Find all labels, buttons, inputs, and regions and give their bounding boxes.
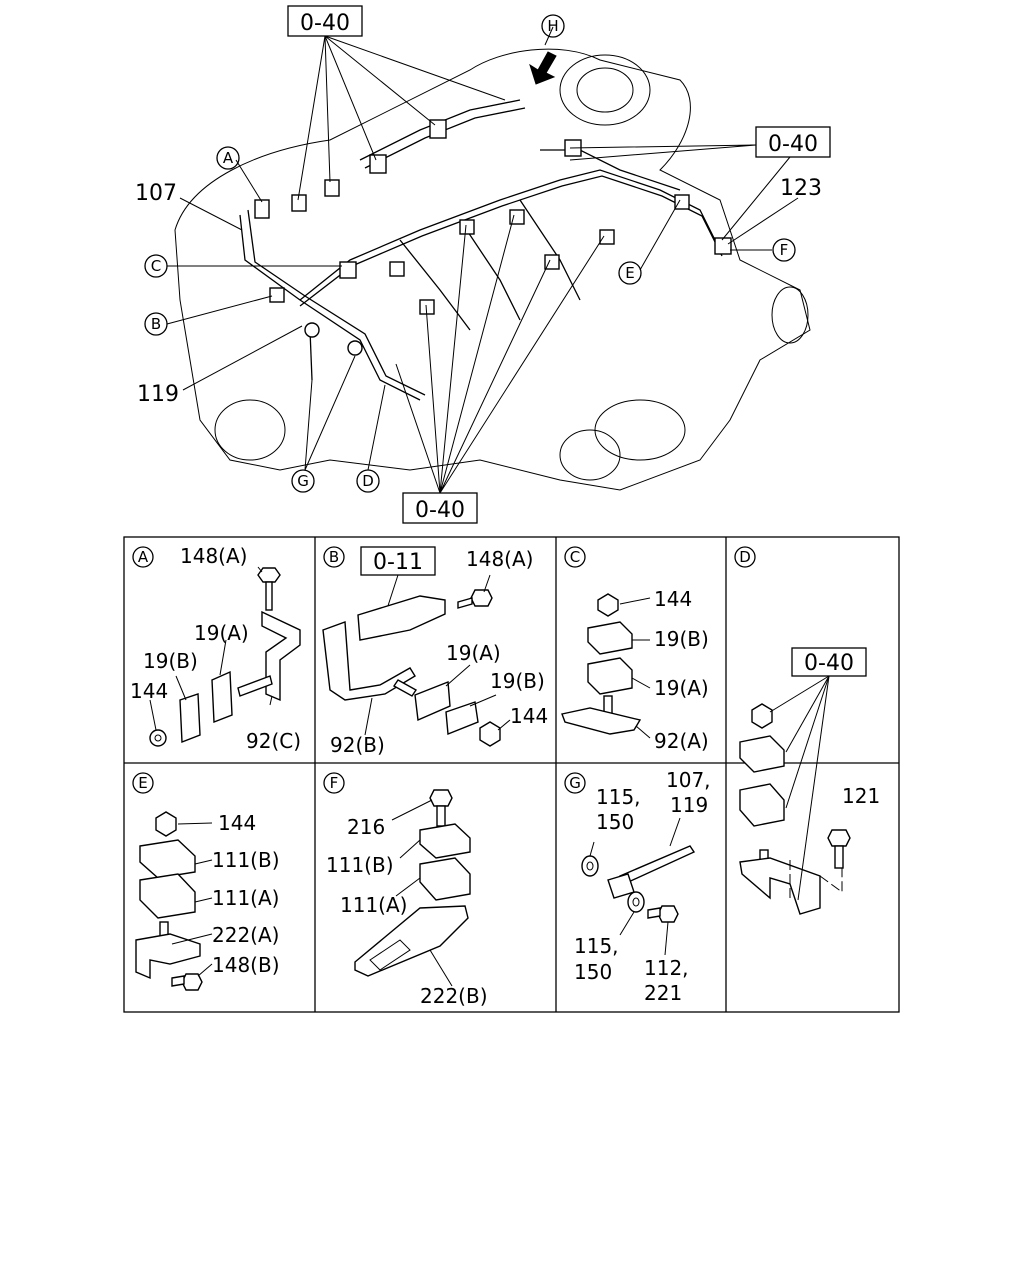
turbo-housing <box>559 54 651 126</box>
label-115: 115, <box>596 785 641 809</box>
label-19b: 19(B) <box>490 669 545 693</box>
panel-letter: C <box>570 548 580 566</box>
callout-a: A <box>216 146 240 170</box>
label-19a: 19(A) <box>194 621 249 645</box>
ref-box-text: 0-40 <box>300 11 350 36</box>
label-222a: 222(A) <box>212 923 279 947</box>
label-107: 107, <box>666 768 711 792</box>
label-115: 115, <box>574 934 619 958</box>
panel-letter: G <box>569 774 581 792</box>
arrow-h <box>529 51 557 85</box>
panel-f: F 216 111(B) 111(A) 222(B) <box>323 772 488 1008</box>
label-150: 150 <box>574 960 612 984</box>
label-150: 150 <box>596 810 634 834</box>
ref-box-text: 0-40 <box>804 651 854 676</box>
panel-g: G 115, 150 107, 119 115, 150 112, 221 <box>564 768 711 1005</box>
label-111b: 111(B) <box>212 848 280 872</box>
label-119: 119 <box>670 793 708 817</box>
panel-e: E 144 111(B) 111(A) 222(A) 148(B) <box>132 772 280 991</box>
label-19b: 19(B) <box>143 649 198 673</box>
svg-text:D: D <box>362 472 374 490</box>
label-221: 221 <box>644 981 682 1005</box>
ref-box-text: 0-11 <box>373 550 423 575</box>
cylinder-part <box>594 399 686 461</box>
label-112: 112, <box>644 956 689 980</box>
label-19a: 19(A) <box>446 641 501 665</box>
panel-letter: E <box>138 774 147 792</box>
panel-letter: D <box>739 548 751 566</box>
exhaust-flange <box>771 286 809 344</box>
label-121: 121 <box>842 784 880 808</box>
label-148a: 148(A) <box>466 547 533 571</box>
svg-text:B: B <box>151 315 161 333</box>
part-number-107: 107 <box>135 181 177 206</box>
label-148b: 148(B) <box>212 953 280 977</box>
label-111b: 111(B) <box>326 853 394 877</box>
label-19a: 19(A) <box>654 676 709 700</box>
label-144: 144 <box>510 704 548 728</box>
panel-letter: B <box>329 548 339 566</box>
pipe-main <box>299 169 721 301</box>
callout-e: E <box>618 261 642 285</box>
pipe-107 <box>239 214 421 401</box>
panel-b: B 0-11 148(A) 19(A) 19(B) 144 92(B) <box>322 546 548 757</box>
part-number-123: 123 <box>780 176 822 201</box>
callout-f: F <box>772 238 796 262</box>
callout-b: B <box>144 312 168 336</box>
label-111a: 111(A) <box>340 893 407 917</box>
panel-letter: A <box>138 548 149 566</box>
part-number-119: 119 <box>137 382 179 407</box>
panel-c: C 144 19(B) 19(A) 92(A) <box>561 546 709 753</box>
label-111a: 111(A) <box>212 886 279 910</box>
label-92c: 92(C) <box>246 729 301 753</box>
callout-d: D <box>356 469 380 493</box>
label-19b: 19(B) <box>654 627 709 651</box>
engine-overview <box>174 48 811 491</box>
panel-letter: F <box>330 774 339 792</box>
label-92b: 92(B) <box>330 733 385 757</box>
callout-h: H <box>541 14 565 38</box>
svg-text:A: A <box>223 149 234 167</box>
label-144: 144 <box>218 811 256 835</box>
ref-box-right: 0-40 <box>755 126 831 158</box>
ref-box-text: 0-40 <box>415 498 465 523</box>
panel-a: A 148(A) 19(A) 19(B) 144 92(C) <box>130 544 301 753</box>
svg-text:F: F <box>780 241 789 259</box>
panel-d: D 0-40 121 <box>734 546 880 915</box>
label-148a: 148(A) <box>180 544 247 568</box>
svg-text:H: H <box>547 17 558 35</box>
label-216: 216 <box>347 815 385 839</box>
svg-text:E: E <box>625 264 634 282</box>
svg-text:G: G <box>297 472 309 490</box>
callout-g: G <box>291 469 315 493</box>
ref-box-top: 0-40 <box>287 5 363 37</box>
svg-text:C: C <box>151 257 161 275</box>
label-144: 144 <box>130 679 168 703</box>
leader-lines-overview <box>166 26 799 494</box>
label-222b: 222(B) <box>420 984 488 1008</box>
engine-block-outline <box>174 48 811 491</box>
label-144: 144 <box>654 587 692 611</box>
ref-box-text: 0-40 <box>768 132 818 157</box>
label-92a: 92(A) <box>654 729 709 753</box>
pipe-119 <box>309 329 313 381</box>
callout-c: C <box>144 254 168 278</box>
ref-box-bottom: 0-40 <box>402 492 478 524</box>
